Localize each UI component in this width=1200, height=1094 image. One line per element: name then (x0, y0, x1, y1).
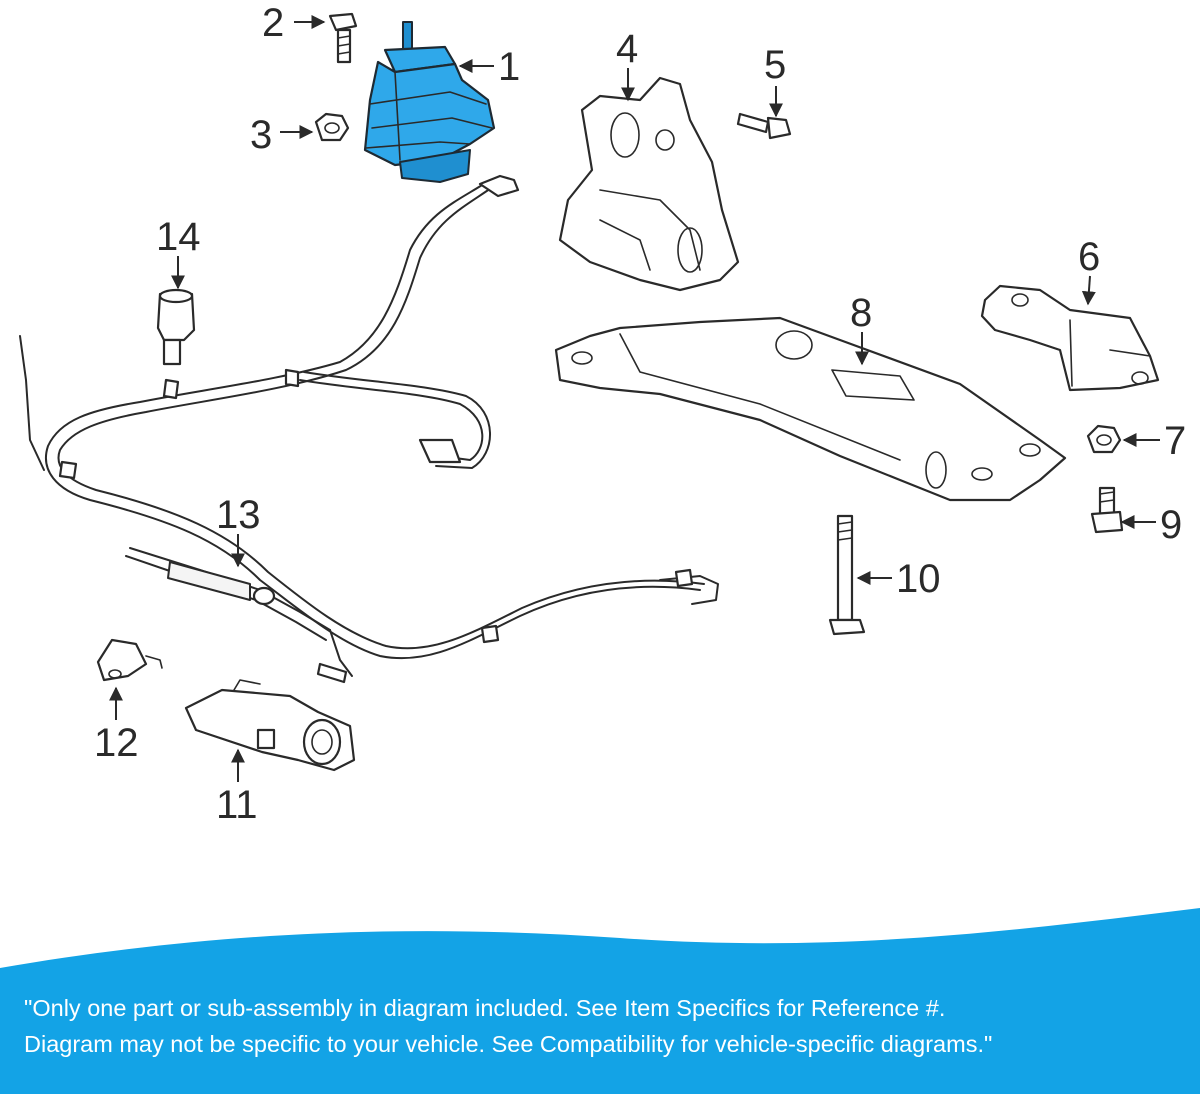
callout-9: 9 (1160, 503, 1182, 547)
callout-7: 7 (1164, 419, 1186, 463)
leader-lines (109, 15, 1160, 782)
engine-mount-part-1 (363, 21, 496, 183)
callout-2: 2 (262, 1, 284, 45)
disclaimer-line-2: Diagram may not be specific to your vehi… (24, 1031, 993, 1057)
callout-4: 4 (616, 27, 638, 71)
clip-part-12 (96, 638, 163, 682)
disclaimer-banner (0, 908, 1200, 1094)
sensor-part-14 (156, 288, 196, 366)
crossmember-part-8 (554, 316, 1067, 502)
callout-1: 1 (498, 45, 520, 89)
sensor-housing-part-11 (184, 679, 356, 772)
long-bolt-part-10 (828, 514, 866, 636)
nut-part-3 (314, 112, 350, 142)
callout-13: 13 (216, 493, 261, 537)
disclaimer-line-1: "Only one part or sub-assembly in diagra… (24, 995, 946, 1021)
callout-8: 8 (850, 291, 872, 335)
nut-part-7 (1086, 424, 1122, 454)
wiring-harness-part-13 (19, 174, 719, 684)
callout-11: 11 (216, 783, 258, 827)
bolt-part-2 (328, 12, 358, 64)
bolt-part-9 (1090, 486, 1124, 534)
callout-6: 6 (1078, 235, 1100, 279)
transmission-mount-part-6 (980, 284, 1160, 392)
callout-14: 14 (156, 215, 201, 259)
disclaimer-text: "Only one part or sub-assembly in diagra… (24, 990, 1184, 1062)
callout-12: 12 (94, 721, 139, 765)
callout-10: 10 (896, 557, 941, 601)
mount-bracket-part-4 (558, 76, 740, 292)
callout-5: 5 (764, 43, 786, 87)
callout-3: 3 (250, 113, 272, 157)
bolt-part-5 (736, 112, 792, 140)
